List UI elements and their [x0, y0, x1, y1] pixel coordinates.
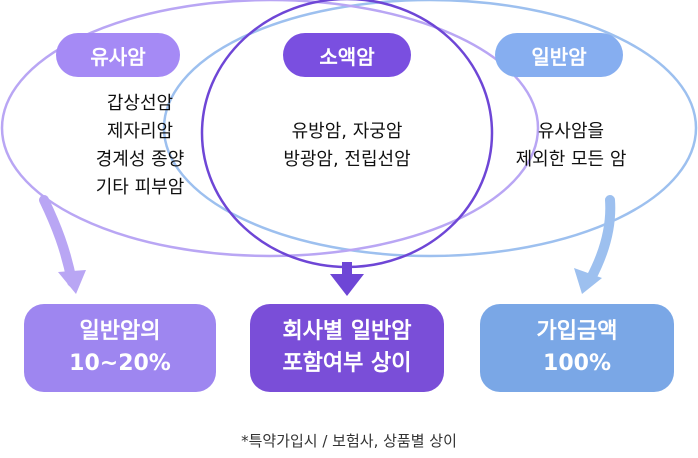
description-line: 제자리암 — [106, 121, 174, 142]
general-cancer-label: 일반암 — [495, 33, 623, 77]
general-cancer-arrow — [574, 195, 616, 294]
description-line: 유방암, 자궁암 — [291, 121, 403, 142]
result-line: 회사별 일반암 — [282, 319, 412, 344]
general-cancer-result-box: 가입금액 100% — [480, 304, 674, 392]
footnote: *특약가입시 / 보험사, 상품별 상이 — [241, 432, 457, 450]
small-cancer-result-box: 회사별 일반암 포함여부 상이 — [250, 304, 444, 392]
general-cancer-description: 유사암을 제외한 모든 암 — [486, 118, 656, 174]
general-cancer-ellipse — [162, 0, 698, 258]
result-line: 10~20% — [69, 351, 171, 376]
similar-cancer-description: 갑상선암 제자리암 경계성 종양 기타 피부암 — [60, 90, 220, 202]
similar-cancer-ellipse — [0, 0, 540, 258]
description-line: 유사암을 — [537, 121, 605, 142]
result-line: 일반암의 — [79, 319, 161, 344]
similar-cancer-arrow — [39, 195, 86, 294]
description-line: 기타 피부암 — [95, 177, 185, 198]
similar-cancer-label: 유사암 — [56, 33, 180, 77]
small-cancer-arrow — [330, 262, 364, 296]
result-line: 가입금액 — [536, 319, 618, 344]
description-line: 갑상선암 — [106, 93, 174, 114]
description-line: 경계성 종양 — [95, 149, 185, 170]
description-line: 방광암, 전립선암 — [283, 149, 411, 170]
similar-cancer-result-box: 일반암의 10~20% — [24, 304, 216, 392]
result-line: 포함여부 상이 — [282, 351, 412, 376]
small-cancer-description: 유방암, 자궁암 방광암, 전립선암 — [262, 118, 432, 174]
result-line: 100% — [543, 351, 611, 376]
description-line: 제외한 모든 암 — [515, 149, 627, 170]
small-cancer-label: 소액암 — [283, 33, 411, 77]
